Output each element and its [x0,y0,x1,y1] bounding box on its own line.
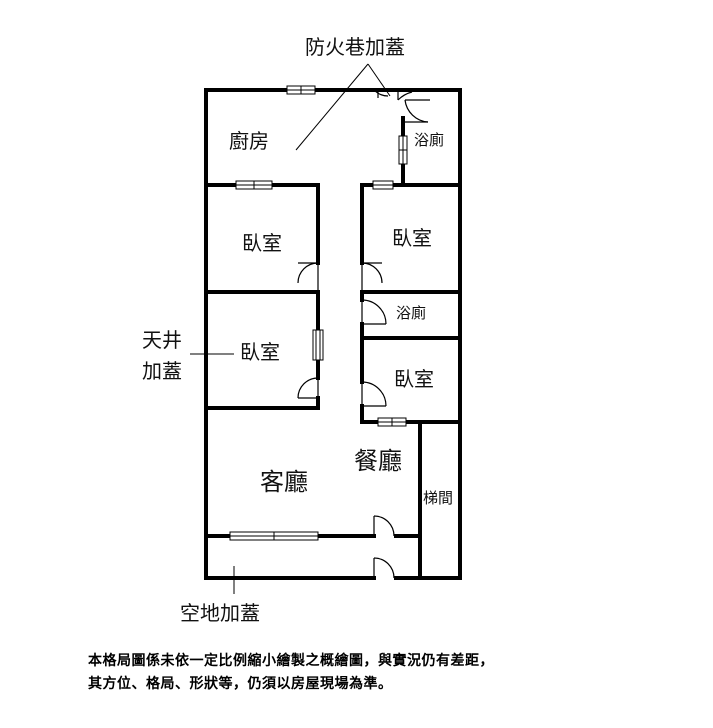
label-bath-top: 浴廁 [414,131,445,149]
door-bedroom-top-left [297,262,319,292]
window-bedroom-right [372,180,394,190]
label-yard-extension: 空地加蓋 [180,601,260,625]
door-bedroom-middle-left [297,377,319,399]
window-living [229,531,319,541]
door-bath-middle [361,299,387,325]
disclaimer-line-1: 本格局圖係未依一定比例縮小繪製之概繪圖，與實況仍有差距， [88,653,494,669]
label-bedroom-top-left: 臥室 [242,231,282,255]
label-alley-extension: 防火巷加蓋 [305,35,405,59]
label-dining: 餐廳 [354,447,402,475]
window-dining [377,417,407,427]
label-bedroom-middle-right: 臥室 [394,367,434,391]
windows [229,85,408,541]
label-stairwell: 梯間 [423,489,454,507]
doors [297,89,430,579]
label-kitchen: 廚房 [229,129,269,153]
window-bath-top [398,135,408,165]
door-top-entry [373,89,413,101]
door-bath-top [404,99,430,123]
label-bath-middle: 浴廁 [396,304,427,322]
label-light-well-line2: 加蓋 [142,359,182,383]
door-living-yard [373,515,395,537]
label-living: 客廳 [260,468,308,496]
door-bedroom-middle-right [361,381,387,407]
window-light-well [312,329,324,361]
leader-lines [190,63,391,594]
label-light-well-line1: 天井 [142,328,182,352]
window-kitchen [235,180,273,190]
door-bedroom-top-right [361,262,383,292]
disclaimer-line-2: 其方位、格局、形狀等，仍須以房屋現場為準。 [88,676,393,692]
window-top [286,85,316,95]
label-bedroom-middle-left: 臥室 [240,340,280,364]
label-bedroom-top-right: 臥室 [392,226,432,250]
door-yard-exit [373,557,395,579]
walls [204,88,462,580]
